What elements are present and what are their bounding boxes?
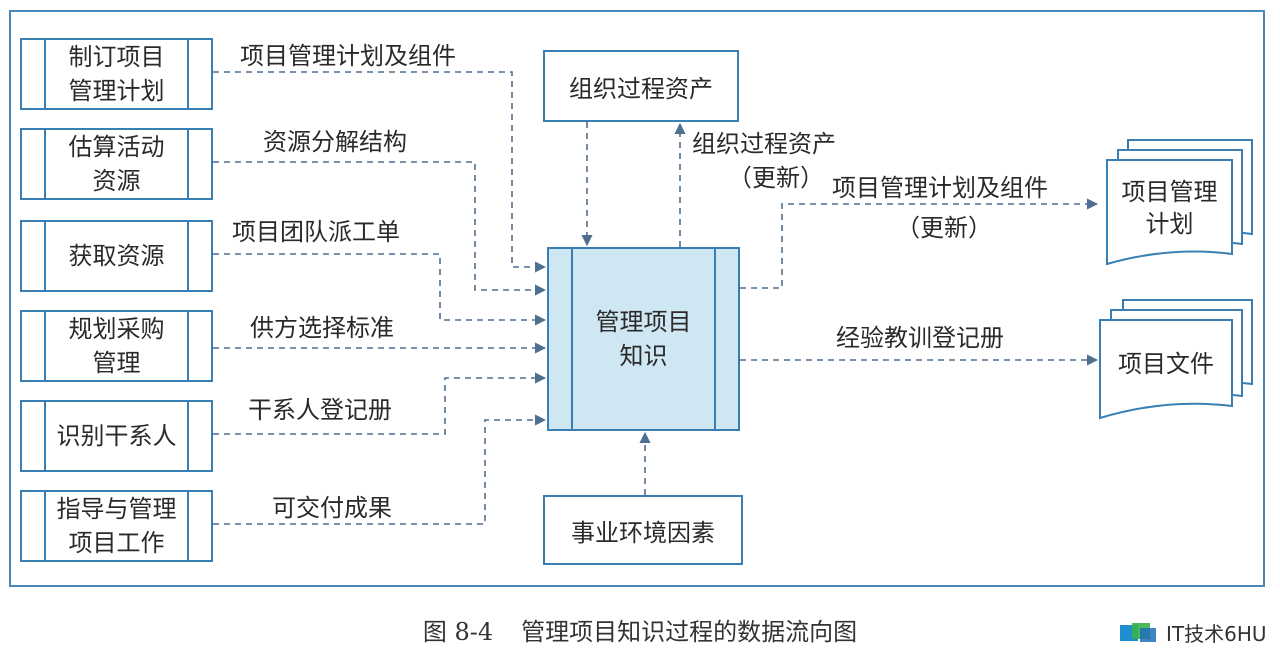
label-pm-plan-update-note: （更新） [896, 214, 992, 242]
watermark-text: IT技术6HU [1166, 622, 1267, 646]
watermark: IT技术6HU [1118, 618, 1267, 647]
process-label: 估算活动 资源 [68, 133, 165, 195]
label-org-assets-update: 组织过程资产 [692, 130, 836, 158]
process-develop-pm-plan: 制订项目 管理计划 [20, 38, 213, 110]
enterprise-env-factors-box: 事业环境因素 [543, 495, 743, 565]
process-label: 获取资源 [68, 242, 165, 270]
central-process-manage-knowledge: 管理项目 知识 [547, 247, 740, 431]
process-label: 识别干系人 [56, 422, 177, 450]
label-lessons-learned: 经验教训登记册 [836, 324, 1004, 352]
flow-arrow [213, 372, 547, 435]
flow-arrow [213, 414, 547, 525]
process-label: 规划采购 管理 [68, 315, 165, 377]
project-documents-label: 项目文件 [1118, 350, 1214, 378]
label-deliverables: 可交付成果 [272, 494, 392, 522]
label-source-selection: 供方选择标准 [250, 314, 394, 342]
label-resource-breakdown: 资源分解结构 [263, 128, 407, 156]
process-plan-procurement: 规划采购 管理 [20, 310, 213, 382]
label-team-assignments: 项目团队派工单 [232, 218, 400, 246]
process-estimate-activity-resources: 估算活动 资源 [20, 128, 213, 200]
flow-arrow [213, 253, 547, 326]
process-label: 制订项目 管理计划 [68, 43, 165, 105]
diagram-frame [9, 10, 1265, 587]
process-acquire-resources: 获取资源 [20, 220, 213, 292]
figure-title: 管理项目知识过程的数据流向图 [521, 618, 858, 646]
process-direct-manage-work: 指导与管理 项目工作 [20, 490, 213, 562]
project-documents-stack [1099, 299, 1253, 420]
figure-number: 图 8-4 [422, 618, 494, 646]
flow-arrow [213, 71, 547, 273]
label-pm-plan-components: 项目管理计划及组件 [240, 42, 456, 70]
label-pm-plan-update: 项目管理计划及组件 [832, 174, 1048, 202]
label-stakeholder-register: 干系人登记册 [248, 396, 392, 424]
figure-caption: 图 8-4 管理项目知识过程的数据流向图 [0, 612, 1280, 647]
watermark-logo-icon [1120, 622, 1156, 642]
label-org-assets-update-note: （更新） [728, 164, 824, 192]
org-process-assets-box: 组织过程资产 [543, 50, 739, 122]
process-label: 指导与管理 项目工作 [56, 495, 177, 557]
pm-plan-document-label: 项目管理 计划 [1121, 178, 1218, 238]
central-process-label: 管理项目 知识 [595, 308, 692, 370]
pm-plan-document-stack [1106, 139, 1253, 266]
process-identify-stakeholders: 识别干系人 [20, 400, 213, 472]
